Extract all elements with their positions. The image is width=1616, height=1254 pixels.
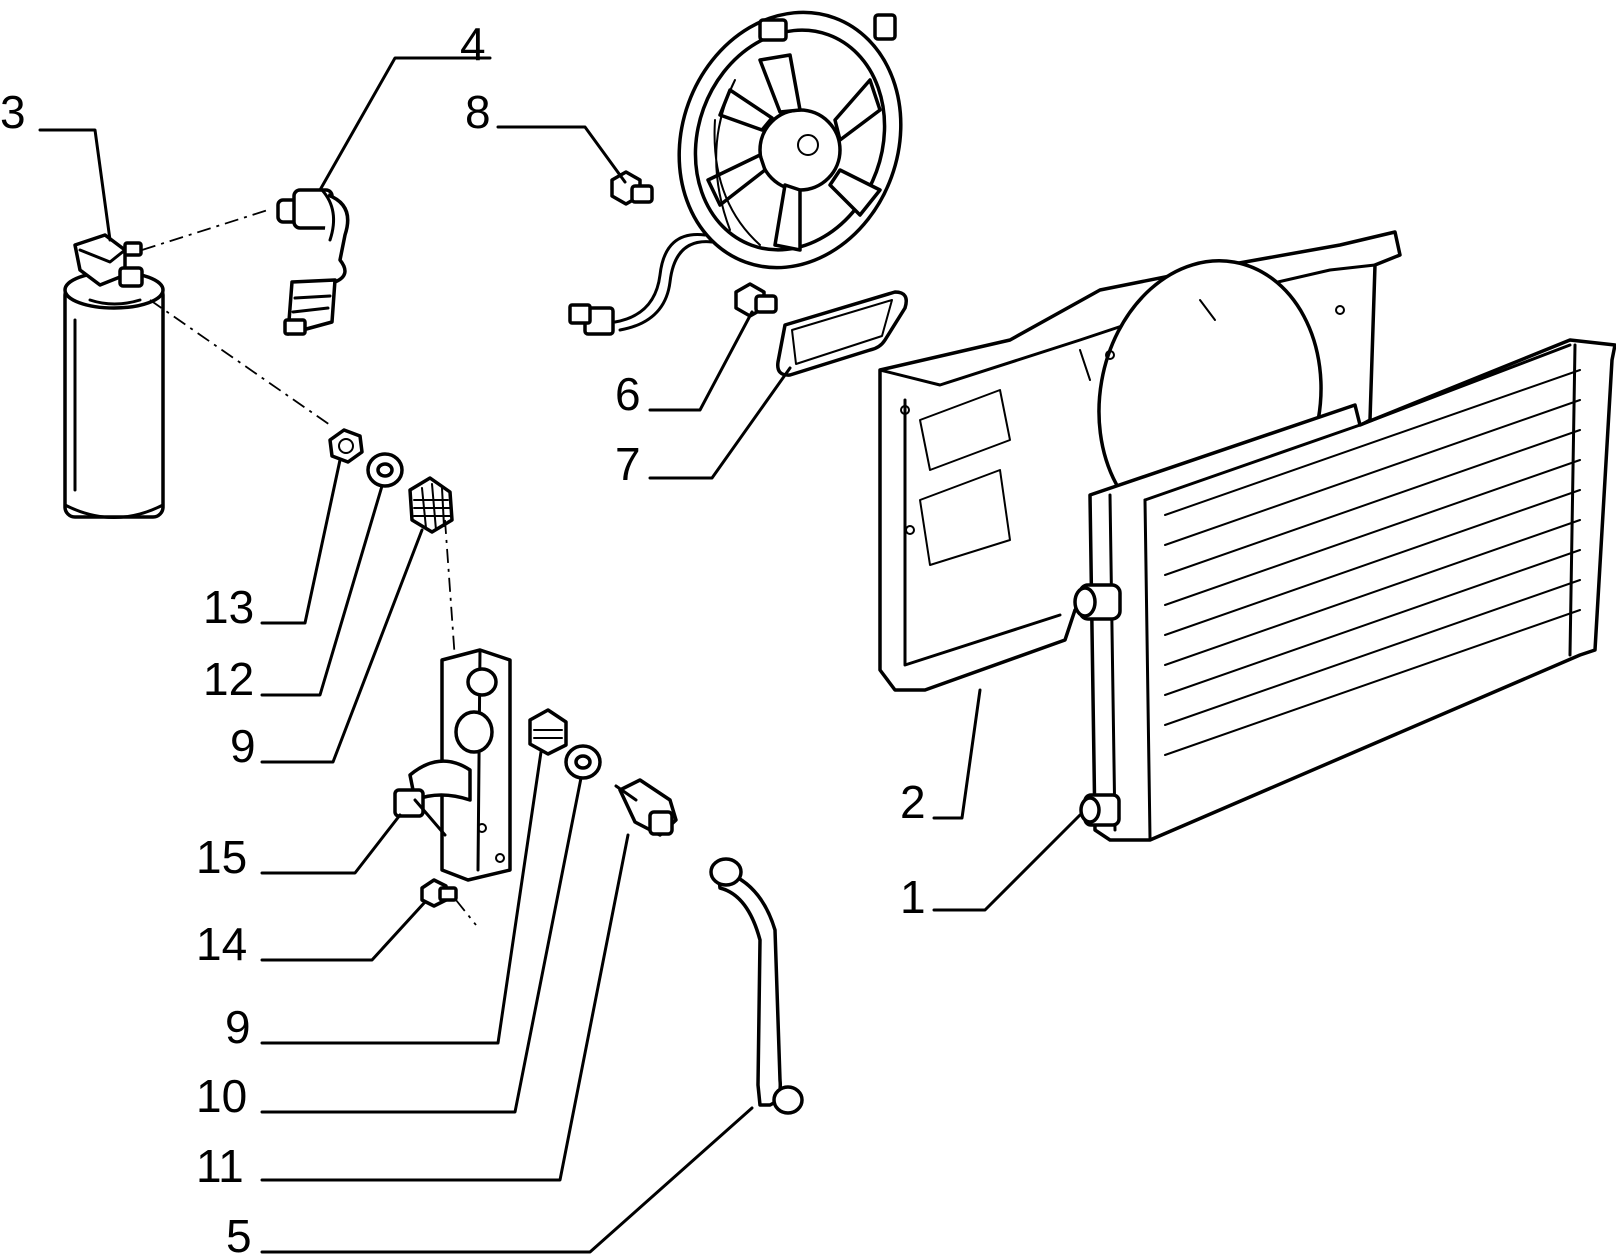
- callout-11: 11: [196, 1140, 244, 1192]
- washer-12: [366, 452, 404, 488]
- fitting-9-top: [408, 476, 454, 534]
- leader-lines: [38, 56, 1082, 1254]
- radiator: [1073, 338, 1616, 842]
- callout-6: 6: [615, 368, 641, 420]
- nut-13: [328, 428, 364, 464]
- receiver-drier: [63, 233, 165, 519]
- washer-10: [564, 744, 602, 780]
- assembly-line: [455, 899, 477, 926]
- fitting-9-bottom: [528, 708, 568, 756]
- callout-9-bottom: 9: [225, 1001, 251, 1053]
- callout-1: 1: [900, 871, 926, 923]
- pressure-switch-harness: [276, 188, 350, 336]
- callout-14: 14: [196, 918, 247, 970]
- callout-7: 7: [615, 438, 641, 490]
- callout-9-top: 9: [230, 720, 256, 772]
- pipe-5: [709, 857, 804, 1115]
- gasket-7: [776, 290, 908, 377]
- callout-3: 3: [0, 86, 26, 138]
- bolt-8: [610, 170, 654, 206]
- assembly-line: [141, 209, 269, 251]
- callout-12: 12: [203, 653, 254, 705]
- bolt-14: [420, 878, 458, 908]
- callout-8: 8: [465, 86, 491, 138]
- callout-2: 2: [900, 776, 926, 828]
- callout-10: 10: [196, 1070, 247, 1122]
- assembly-line: [444, 519, 456, 661]
- callout-numbers: 1 2 3 4 5 6 7 8 9 9 10 11 12 13 14 15: [0, 18, 926, 1254]
- callout-13: 13: [203, 581, 254, 633]
- bolt-6: [734, 282, 778, 318]
- callout-4: 4: [460, 18, 486, 70]
- cooling-fan: [568, 10, 903, 336]
- switch-11: [614, 778, 678, 837]
- assembly-line: [149, 299, 331, 426]
- bracket: [393, 648, 512, 882]
- callout-15: 15: [196, 831, 247, 883]
- callout-5: 5: [226, 1210, 252, 1254]
